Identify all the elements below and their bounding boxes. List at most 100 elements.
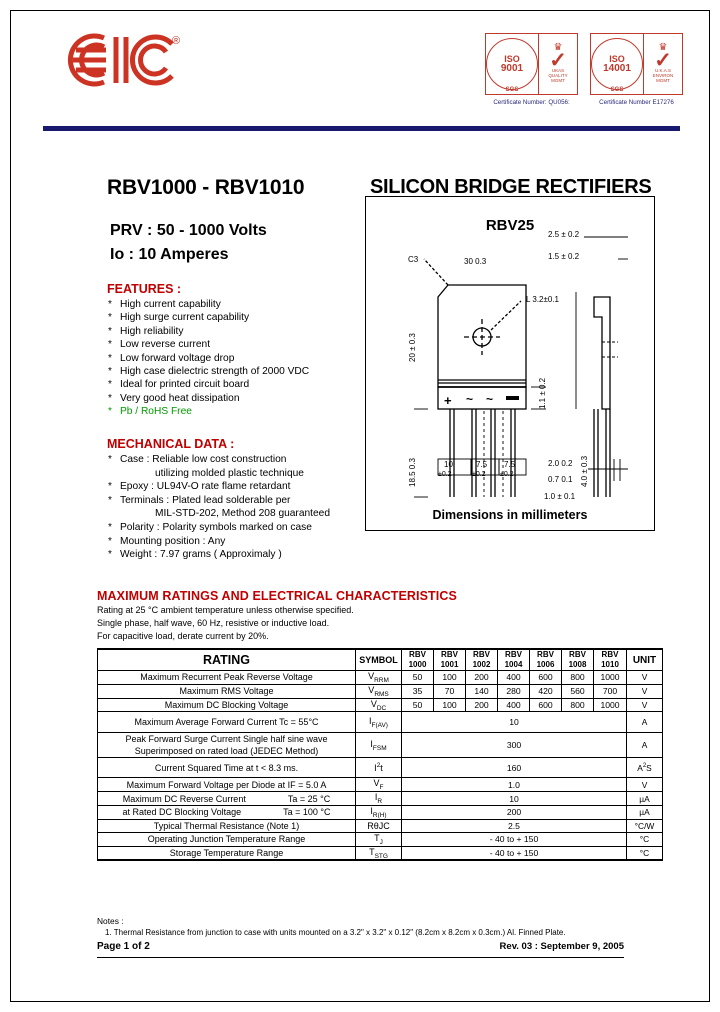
dim-thickness-top2: 1.5 ± 0.2 — [548, 252, 580, 261]
page-number: Page 1 of 2 — [97, 941, 150, 952]
dim-pitch2-tol: ±0.2 — [472, 471, 486, 478]
row-label-condition: Ta = 25 °C — [287, 793, 331, 804]
row-value-span: 300 — [401, 732, 627, 759]
row-value: 800 — [561, 697, 594, 713]
note-1-text: 1. Thermal Resistance from junction to c… — [105, 928, 566, 937]
row-unit: °C — [626, 845, 663, 862]
row-label: Maximum Recurrent Peak Reverse Voltage — [97, 670, 356, 685]
part-range-title: RBV1000 - RBV1010 — [107, 176, 305, 199]
checkmark-icon-2: ✓ — [654, 48, 672, 72]
row-symbol: TSTG — [355, 845, 402, 862]
package-drawing: RBV25 — [365, 196, 655, 531]
footer-divider — [97, 957, 624, 959]
row-label: Current Squared Time at t < 8.3 ms. — [97, 757, 356, 779]
list-item: *Terminals : Plated lead solderable per — [108, 494, 291, 506]
row-symbol: IFSM — [355, 732, 402, 758]
row-symbol: VRRM — [355, 670, 402, 685]
row-value-span: 10 — [401, 711, 627, 734]
row-label: Typical Thermal Resistance (Note 1) — [97, 818, 356, 833]
row-label: Maximum Average Forward Current Tc = 55°… — [97, 711, 356, 734]
table-row: Storage Temperature Range TSTG - 40 to +… — [97, 845, 663, 862]
crown-icon: ♛ — [553, 41, 563, 53]
features-list: *High current capability *High surge cur… — [107, 298, 357, 419]
row-value: 800 — [561, 670, 594, 685]
prv-spec: PRV : 50 - 1000 Volts — [110, 222, 267, 239]
mechanical-data-section: MECHANICAL DATA : *Case : Reliable low c… — [107, 437, 367, 562]
row-unit: V — [626, 697, 663, 713]
ratings-note-3: For capacitive load, derate current by 2… — [97, 631, 269, 641]
row-value: 50 — [401, 670, 434, 685]
row-symbol: TJ — [355, 831, 402, 847]
list-item: *Weight : 7.97 grams ( Approximaly ) — [108, 549, 282, 561]
row-symbol: IR(H) — [355, 804, 402, 820]
col-header-rating: RATING — [97, 648, 356, 671]
dim-pitch1-tol: ±0.2 — [438, 471, 452, 478]
features-heading: FEATURES : — [107, 282, 182, 296]
bullet-icon: * — [108, 494, 112, 506]
notes-heading: Notes : — [97, 916, 124, 926]
product-family-title: SILICON BRIDGE RECTIFIERS — [370, 176, 652, 198]
row-value-span: - 40 to + 150 — [401, 831, 627, 847]
row-symbol: VF — [355, 777, 402, 793]
dim-side-w2: 0.7 0.1 — [548, 475, 573, 484]
row-unit: A — [626, 732, 663, 759]
row-unit: µA — [626, 791, 663, 806]
row-symbol: I2t — [355, 757, 402, 779]
bullet-icon: * — [108, 549, 112, 561]
package-name: RBV25 — [485, 217, 535, 234]
list-item: *High current capability — [108, 299, 221, 310]
crown-icon-2: ♛ — [658, 41, 668, 53]
table-row: Maximum Recurrent Peak Reverse Voltage V… — [97, 670, 663, 685]
row-symbol: VDC — [355, 697, 402, 713]
row-value: 560 — [561, 683, 594, 699]
dim-thickness-top1: 2.5 ± 0.2 — [548, 230, 580, 239]
row-value: 400 — [497, 670, 530, 685]
ratings-note-1: Rating at 25 °C ambient temperature unle… — [97, 605, 354, 615]
row-label: Maximum DC Blocking Voltage — [97, 697, 356, 713]
list-item: *High surge current capability — [108, 312, 250, 324]
row-unit: °C/W — [626, 818, 663, 833]
row-unit: °C — [626, 831, 663, 847]
list-item: *High case dielectric strength of 2000 V… — [108, 366, 310, 378]
col-header-unit: UNIT — [626, 648, 663, 671]
bullet-icon: * — [108, 312, 112, 324]
table-row: Current Squared Time at t < 8.3 ms. I2t … — [97, 757, 663, 779]
table-row: Maximum Forward Voltage per Diode at IF … — [97, 777, 663, 793]
ratings-heading: MAXIMUM RATINGS AND ELECTRICAL CHARACTER… — [97, 589, 457, 603]
dim-width-top: 30 0.3 — [464, 257, 487, 266]
bullet-icon: * — [108, 535, 112, 547]
svg-text:®: ® — [172, 35, 180, 47]
list-item: *Polarity : Polarity symbols marked on c… — [108, 521, 312, 533]
list-item: *Epoxy : UL94V-O rate flame retardant — [108, 481, 291, 493]
dim-side-height: 4.0 ± 0.3 — [580, 455, 589, 487]
cert-body-sgs-2: SGS — [610, 87, 624, 93]
mechanical-heading: MECHANICAL DATA : — [107, 437, 235, 451]
row-unit: V — [626, 683, 663, 699]
row-value: 700 — [593, 683, 627, 699]
eic-logo: ® — [60, 28, 190, 90]
cert-number-14001: Certificate Number E17276 — [599, 99, 674, 106]
list-item-rohs: *Pb / RoHS Free — [108, 406, 192, 418]
list-item: *Very good heat dissipation — [108, 392, 240, 404]
revision-info: Rev. 03 : September 9, 2005 — [499, 941, 624, 952]
row-value-span: 2.5 — [401, 818, 627, 833]
bullet-icon: * — [108, 325, 112, 337]
table-row: Typical Thermal Resistance (Note 1) RθJC… — [97, 818, 663, 833]
bullet-icon: * — [108, 339, 112, 351]
dim-side-w1: 2.0 0.2 — [548, 459, 573, 468]
list-item: *High reliability — [108, 325, 184, 337]
checkmark-icon: ✓ — [549, 48, 567, 72]
list-item-continuation: MIL-STD-202, Method 208 guaranteed — [155, 508, 330, 520]
row-value-span: 1.0 — [401, 777, 627, 793]
iso-9001-seal: ISO 9001 — [486, 38, 538, 90]
table-row: Maximum RMS Voltage VRMS 35 70 140 280 4… — [97, 683, 663, 699]
